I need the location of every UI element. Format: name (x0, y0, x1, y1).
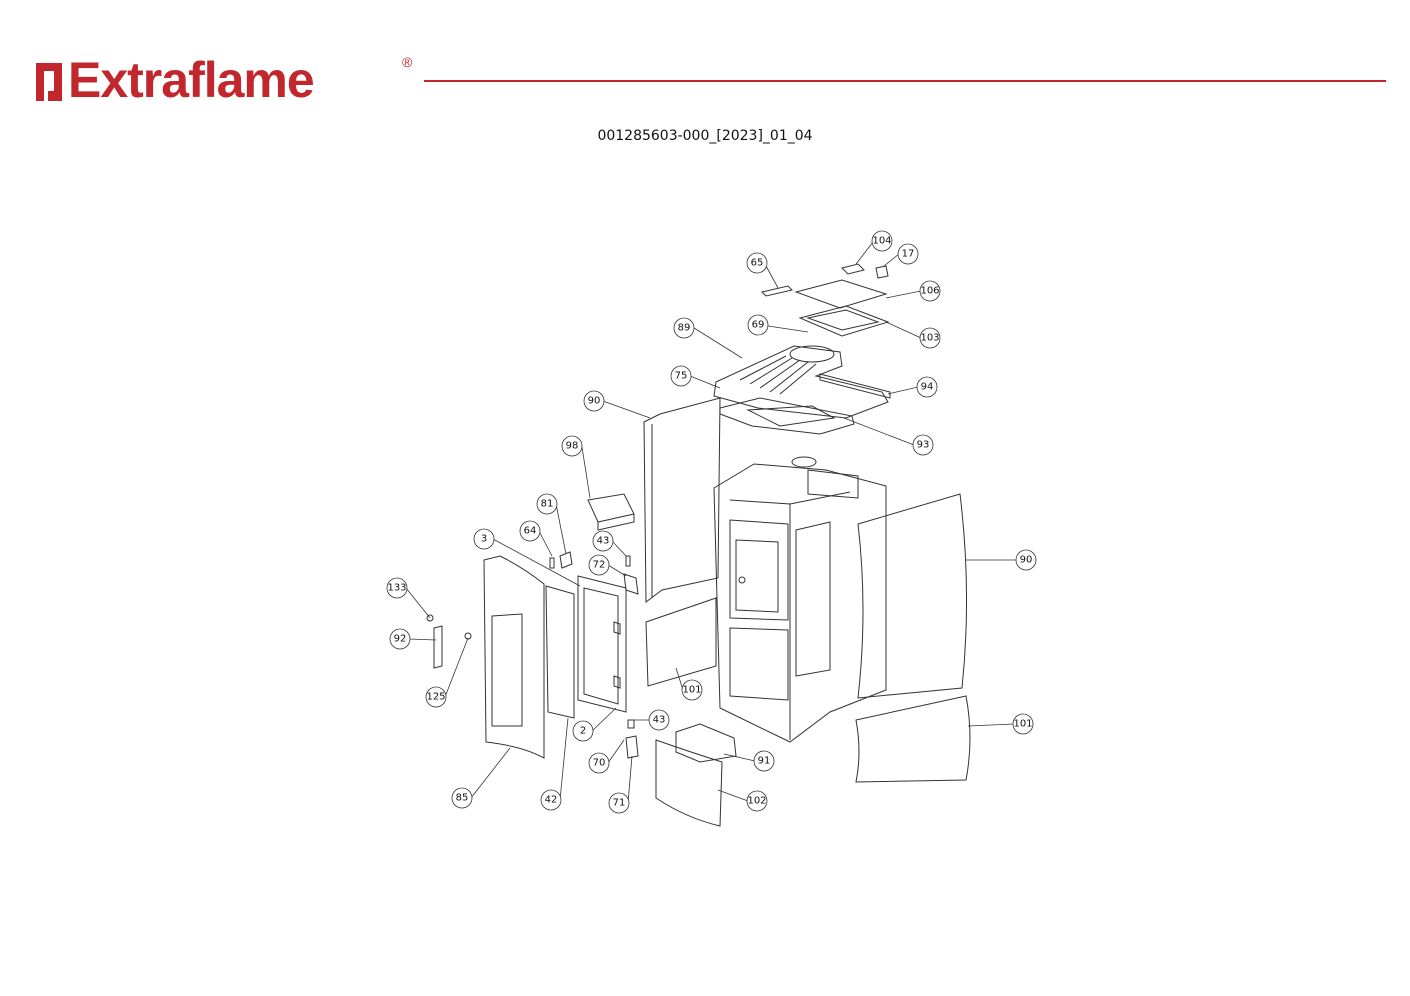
callout-43-lower: 43 (653, 715, 666, 726)
callout-133: 133 (387, 583, 406, 594)
leader-lines (405, 241, 1017, 804)
part-bolt-43-lower (627, 719, 635, 729)
callout-89: 89 (678, 323, 691, 334)
part-lid-106 (794, 279, 888, 309)
part-hinge-65 (761, 285, 793, 297)
callout-92: 92 (394, 634, 407, 645)
part-latch-81 (559, 551, 573, 569)
callout-101-left: 101 (682, 685, 701, 696)
part-top-plate-89 (713, 345, 889, 419)
document-code: 001285603-000_[2023]_01_04 (597, 128, 813, 144)
part-lower-panel-left-101 (645, 597, 717, 687)
callout-103: 103 (920, 333, 939, 344)
callout-72: 72 (593, 560, 606, 571)
part-bracket-72 (623, 573, 639, 595)
callout-70: 70 (593, 758, 606, 769)
part-ash-tray-91 (675, 723, 737, 763)
part-glass-42 (545, 585, 575, 719)
callouts: 104 17 65 106 69 103 89 75 94 90 93 98 8… (386, 230, 1037, 814)
callout-106: 106 (920, 286, 939, 297)
part-rail-94 (819, 373, 891, 399)
part-stove-body (713, 456, 887, 743)
flame-logo-icon (36, 63, 62, 101)
callout-81: 81 (541, 499, 554, 510)
part-top-bracket-104 (841, 263, 865, 275)
callout-65: 65 (751, 258, 764, 269)
extraflame-logo: Extraflame (34, 52, 315, 108)
callout-64: 64 (524, 526, 537, 537)
part-bolt-43-upper (625, 555, 631, 567)
callout-94: 94 (921, 382, 934, 393)
part-front-door-85 (483, 555, 545, 759)
part-handle-92 (433, 625, 443, 669)
callout-90-right: 90 (1020, 555, 1033, 566)
part-drawer-front-102 (655, 739, 723, 827)
header-divider (424, 80, 1386, 82)
callout-75: 75 (675, 371, 688, 382)
page-header: Extraflame ® (0, 0, 1410, 120)
part-lid-frame-103 (798, 305, 890, 337)
callout-2: 2 (580, 726, 586, 737)
callout-43-upper: 43 (597, 536, 610, 547)
part-clip-17 (875, 265, 889, 279)
callout-17: 17 (902, 249, 915, 260)
part-lower-panel-right-101 (855, 695, 971, 783)
part-side-panel-right-90 (857, 493, 968, 699)
brand-name: Extraflame (68, 52, 315, 108)
callout-101-right: 101 (1013, 719, 1032, 730)
part-knob-133 (426, 614, 434, 622)
part-top-frame-75 (719, 397, 855, 435)
callout-98: 98 (566, 441, 579, 452)
callout-93: 93 (917, 440, 930, 451)
callout-42: 42 (545, 795, 558, 806)
part-pin-64 (549, 557, 555, 569)
callout-71: 71 (613, 798, 626, 809)
callout-85: 85 (456, 793, 469, 804)
part-side-panel-left-90 (643, 397, 721, 603)
callout-125: 125 (426, 692, 445, 703)
part-hinge-71 (625, 735, 639, 759)
callout-102: 102 (747, 796, 766, 807)
registered-mark: ® (402, 54, 413, 70)
part-door-frame-3 (577, 575, 627, 713)
callout-91: 91 (758, 756, 771, 767)
callout-90-left: 90 (588, 396, 601, 407)
callout-3: 3 (481, 534, 487, 545)
callout-104: 104 (872, 236, 891, 247)
callout-69: 69 (752, 320, 765, 331)
part-bracket-98 (587, 493, 635, 531)
